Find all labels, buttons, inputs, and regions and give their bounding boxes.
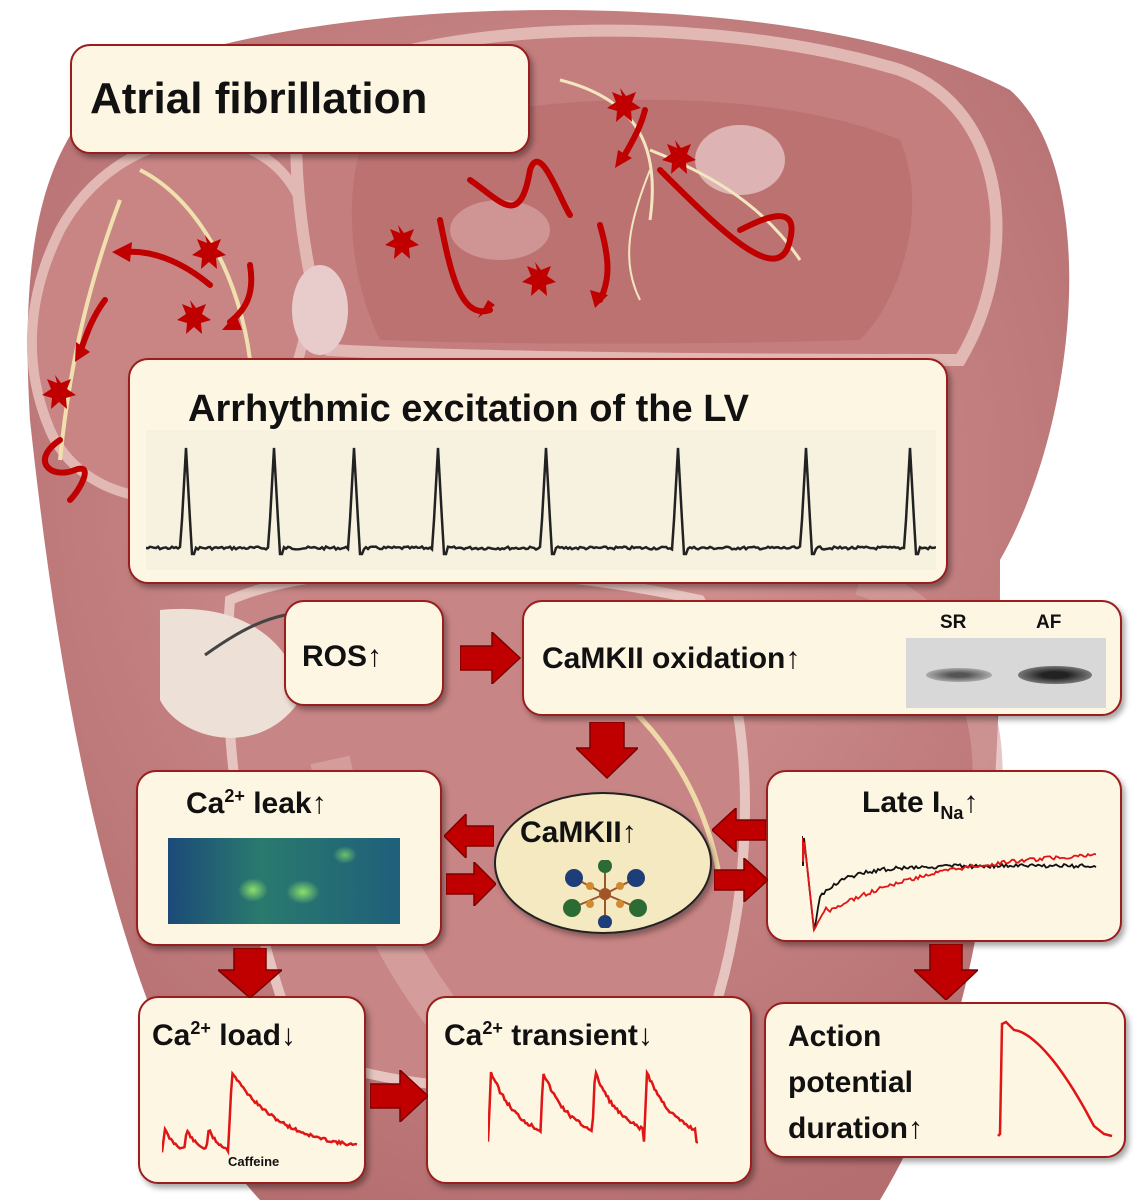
arrow-leak-to-camkii xyxy=(446,862,496,906)
arrow-load-to-transient xyxy=(370,1070,428,1122)
calcium-spark-image xyxy=(168,838,400,924)
arrow-ros-to-oxidation xyxy=(460,632,522,684)
lane-label-sr: SR xyxy=(940,612,967,633)
spark-3 xyxy=(333,846,357,864)
control-current-trace xyxy=(802,835,1097,931)
ecg-waveform xyxy=(146,447,936,556)
caffeine-transient-waveform xyxy=(162,1070,358,1156)
lv-title: Arrhythmic excitation of the LV xyxy=(188,388,749,430)
ca-load-trace xyxy=(162,1070,358,1156)
spark-1 xyxy=(238,878,268,902)
arrow-ina-to-camkii xyxy=(712,808,766,852)
ca-transient-label: Ca2+ transient↓ xyxy=(444,1018,653,1052)
apd-box: Action potential duration↑ xyxy=(764,1002,1126,1158)
arrow-camkii-to-leak xyxy=(444,814,494,858)
late-ina-label: Late INa↑ xyxy=(862,786,979,823)
arrow-oxidation-to-camkii xyxy=(576,722,638,780)
ca-leak-label: Ca2+ leak↑ xyxy=(186,786,327,820)
blot-band-af xyxy=(1018,666,1092,684)
western-blot xyxy=(906,638,1106,708)
camkii-node: CaMKII↑ xyxy=(494,792,712,934)
caffeine-annotation: Caffeine xyxy=(228,1154,280,1169)
ecg-trace xyxy=(146,447,936,556)
af-current-trace xyxy=(802,837,1097,933)
late-ina-box: Late INa↑ xyxy=(766,770,1122,942)
ca-load-box: Ca2+ load↓ Caffeine xyxy=(138,996,366,1184)
action-potential-trace xyxy=(997,1020,1113,1138)
ros-label: ROS↑ xyxy=(302,640,383,673)
lv-box: Arrhythmic excitation of the LV xyxy=(128,358,948,584)
ca-transient-trace xyxy=(488,1068,698,1144)
lane-label-af: AF xyxy=(1036,612,1062,633)
camkii-label: CaMKII↑ xyxy=(520,816,637,849)
apd-label: Action potential duration↑ xyxy=(788,1020,923,1145)
title-box: Atrial fibrillation xyxy=(70,44,530,154)
ca-transient-box: Ca2+ transient↓ xyxy=(426,996,752,1184)
oxidation-label: CaMKII oxidation↑ xyxy=(542,642,801,675)
spark-2 xyxy=(286,880,320,904)
ca-leak-box: Ca2+ leak↑ xyxy=(136,770,442,946)
oxidation-box: CaMKII oxidation↑ SR AF xyxy=(522,600,1122,716)
arrow-ina-to-apd xyxy=(914,944,978,1000)
blot-band-sr xyxy=(926,668,992,682)
arrow-leak-to-load xyxy=(218,948,282,998)
late-ina-traces xyxy=(802,835,1097,933)
figure-title: Atrial fibrillation xyxy=(90,74,428,123)
arrow-camkii-to-ina xyxy=(714,858,768,902)
calcium-transient-waveform xyxy=(488,1068,698,1144)
action-potential-waveform xyxy=(997,1020,1113,1138)
holoenzyme-icon xyxy=(563,860,647,928)
ca-load-label: Ca2+ load↓ xyxy=(152,1018,296,1052)
ros-box: ROS↑ xyxy=(284,600,444,706)
